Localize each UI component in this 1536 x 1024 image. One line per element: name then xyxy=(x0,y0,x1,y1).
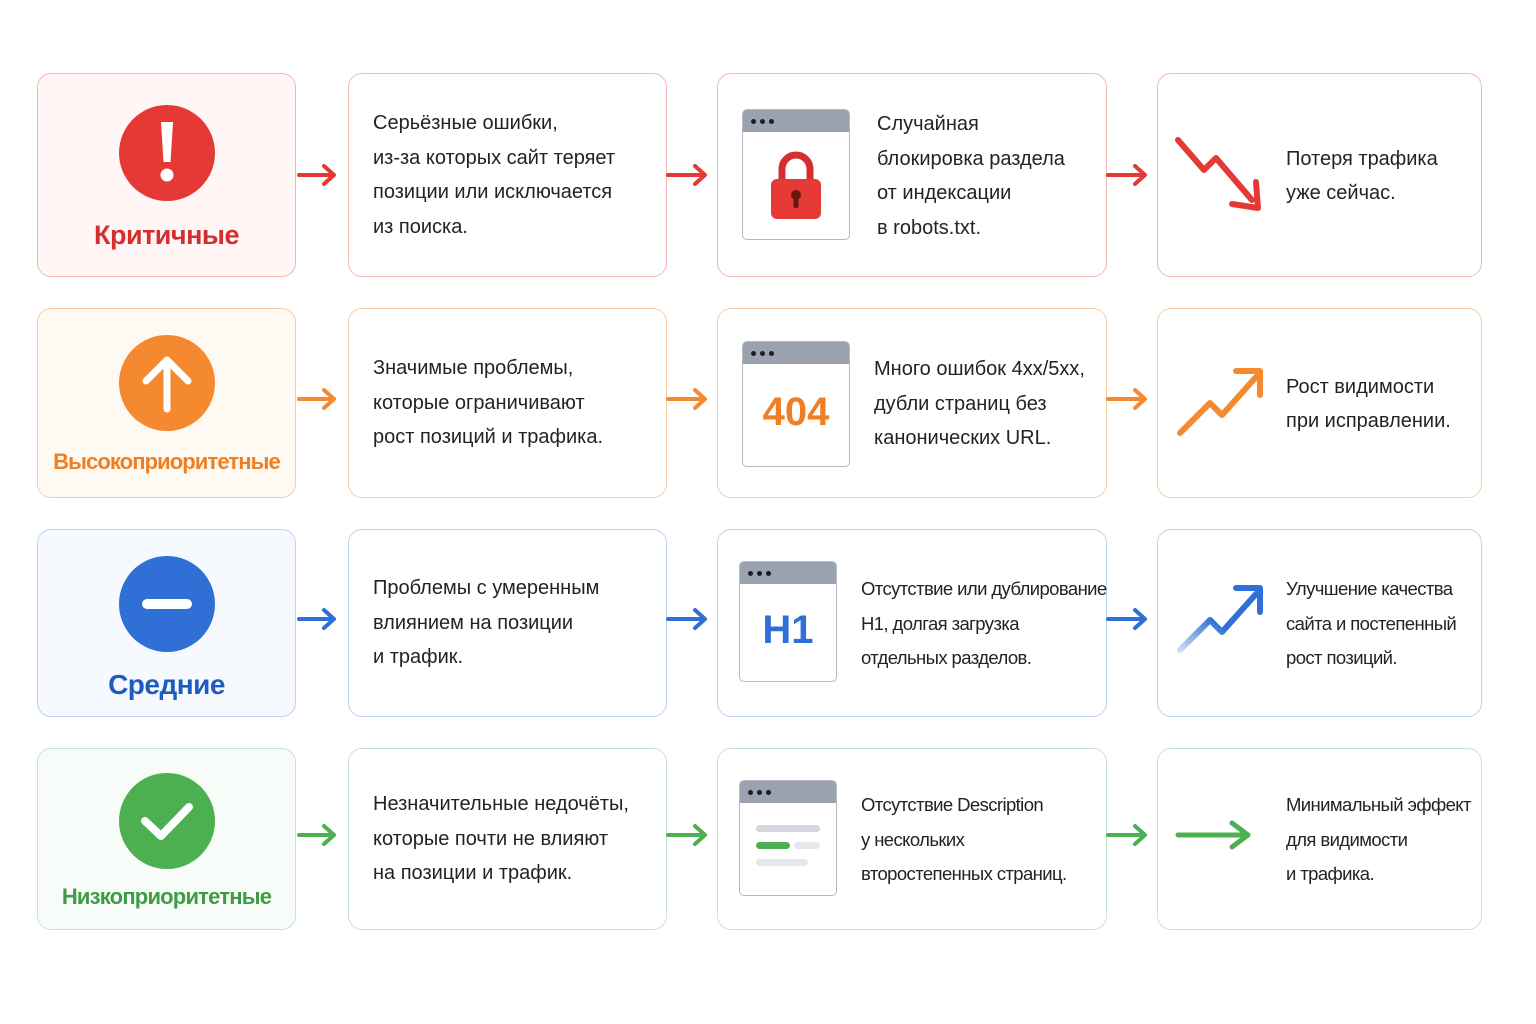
example-card: Отсутствие Description у нескольких втор… xyxy=(717,748,1107,930)
effect-line: при исправлении. xyxy=(1286,410,1451,432)
description-line: которые почти не влияют xyxy=(373,827,608,850)
example-card: H1 Отсутствие или дублирование H1, долга… xyxy=(717,529,1107,717)
category-label: Средние xyxy=(108,669,225,700)
example-line: Отсутствие или дублирование xyxy=(861,578,1107,600)
description-card: Незначительные недочёты, которые почти н… xyxy=(348,748,667,930)
arrow-right-icon xyxy=(297,388,336,410)
description-card: Значимые проблемы, которые ограничивают … xyxy=(348,308,667,498)
effect-text: Потеря трафика уже сейчас. xyxy=(1286,74,1438,278)
example-line: блокировка раздела xyxy=(877,147,1065,170)
effect-card: Улучшение качества сайта и постепенный р… xyxy=(1157,529,1482,717)
trend-up-icon xyxy=(1177,585,1263,653)
example-text: Много ошибок 4xx/5xx, дубли страниц без … xyxy=(874,309,1085,499)
example-line: второстепенных страниц. xyxy=(861,863,1067,885)
browser-window-icon: 404 xyxy=(742,341,850,467)
effect-line: Рост видимости xyxy=(1286,375,1435,398)
example-text: Отсутствие Description у нескольких втор… xyxy=(861,749,1067,931)
description-line: позиции или исключается xyxy=(373,181,613,203)
arrow-right-icon xyxy=(1175,820,1251,850)
browser-window-icon xyxy=(739,780,837,896)
example-line: Случайная xyxy=(877,113,979,135)
effect-text: Рост видимости при исправлении. xyxy=(1286,309,1451,499)
description-line: Серьёзные ошибки, xyxy=(373,112,558,134)
arrow-right-icon xyxy=(666,824,707,846)
description-line: и трафик. xyxy=(373,646,464,669)
trend-down-icon xyxy=(1175,137,1261,211)
example-text: Случайная блокировка раздела от индексац… xyxy=(877,74,1065,278)
description-line: которые ограничивают xyxy=(373,391,585,414)
arrow-right-icon xyxy=(1106,608,1147,630)
document-lines-icon xyxy=(756,825,820,866)
description-card: Проблемы с умеренным влиянием на позиции… xyxy=(348,529,667,717)
row-medium: Средние Проблемы с умеренным влиянием на… xyxy=(0,529,1536,717)
description-line: влиянием на позиции xyxy=(373,611,574,634)
description-line: из поиска. xyxy=(373,215,468,238)
arrow-right-icon xyxy=(666,608,707,630)
example-card: 404 Много ошибок 4xx/5xx, дубли страниц … xyxy=(717,308,1107,498)
error-404-icon: 404 xyxy=(762,390,830,434)
category-card-high: Высокоприоритетные xyxy=(37,308,296,498)
row-critical: Критичные Серьёзные ошибки, из-за которы… xyxy=(0,73,1536,278)
effect-line: Улучшение качества xyxy=(1286,578,1453,600)
example-line: отдельных разделов. xyxy=(861,647,1032,669)
category-label: Критичные xyxy=(94,220,239,250)
description-line: на позиции и трафик. xyxy=(373,862,573,885)
description-line: рост позиций и трафика. xyxy=(373,426,604,449)
heading-h1-icon: H1 xyxy=(762,608,814,652)
description-line: Значимые проблемы, xyxy=(373,357,574,380)
example-card: Случайная блокировка раздела от индексац… xyxy=(717,73,1107,277)
category-label: Низкоприоритетные xyxy=(61,884,272,909)
description-line: из-за которых сайт теряет xyxy=(373,146,616,169)
arrow-right-icon xyxy=(297,164,336,186)
arrow-right-icon xyxy=(666,388,707,410)
example-line: у нескольких xyxy=(861,828,965,850)
arrow-right-icon xyxy=(297,608,336,630)
description-line: Проблемы с умеренным xyxy=(373,577,600,600)
example-line: от индексации xyxy=(877,182,1012,204)
arrow-right-icon xyxy=(666,164,707,186)
effect-line: уже сейчас. xyxy=(1286,182,1396,204)
category-card-low: Низкоприоритетные xyxy=(37,748,296,930)
example-line: Отсутствие Description xyxy=(861,794,1044,816)
arrow-right-icon xyxy=(1106,164,1147,186)
effect-text: Улучшение качества сайта и постепенный р… xyxy=(1286,530,1457,718)
padlock-icon xyxy=(743,132,849,221)
trend-up-icon xyxy=(1177,368,1263,436)
effect-line: Минимальный эффект xyxy=(1286,794,1471,816)
category-card-medium: Средние xyxy=(37,529,296,717)
arrow-right-icon xyxy=(297,824,336,846)
example-line: в robots.txt. xyxy=(877,216,981,239)
minus-icon xyxy=(118,556,215,652)
example-line: дубли страниц без xyxy=(874,392,1047,415)
effect-card: Рост видимости при исправлении. xyxy=(1157,308,1482,498)
arrow-up-icon xyxy=(118,335,215,431)
exclamation-icon xyxy=(118,105,215,201)
example-line: канонических URL. xyxy=(874,427,1052,450)
arrow-right-icon xyxy=(1106,824,1147,846)
description-card: Серьёзные ошибки, из-за которых сайт тер… xyxy=(348,73,667,277)
description-line: Незначительные недочёты, xyxy=(373,793,629,816)
example-line: Много ошибок 4xx/5xx, xyxy=(874,358,1085,381)
row-high: Высокоприоритетные Значимые проблемы, ко… xyxy=(0,308,1536,498)
effect-line: и трафика. xyxy=(1286,863,1375,885)
effect-line: сайта и постепенный xyxy=(1286,612,1457,634)
category-label: Высокоприоритетные xyxy=(53,449,281,474)
browser-window-icon: H1 xyxy=(739,561,837,682)
effect-line: рост позиций. xyxy=(1286,647,1398,669)
example-line: H1, долгая загрузка xyxy=(861,612,1020,634)
effect-line: Потеря трафика xyxy=(1286,147,1438,170)
effect-text: Минимальный эффект для видимости и трафи… xyxy=(1286,749,1471,931)
arrow-right-icon xyxy=(1106,388,1147,410)
effect-line: для видимости xyxy=(1286,828,1408,850)
effect-card: Минимальный эффект для видимости и трафи… xyxy=(1157,748,1482,930)
row-low: Низкоприоритетные Незначительные недочёт… xyxy=(0,748,1536,931)
effect-card: Потеря трафика уже сейчас. xyxy=(1157,73,1482,277)
browser-window-icon xyxy=(742,109,850,240)
checkmark-icon xyxy=(118,773,215,869)
example-text: Отсутствие или дублирование H1, долгая з… xyxy=(861,530,1107,718)
category-card-critical: Критичные xyxy=(37,73,296,277)
